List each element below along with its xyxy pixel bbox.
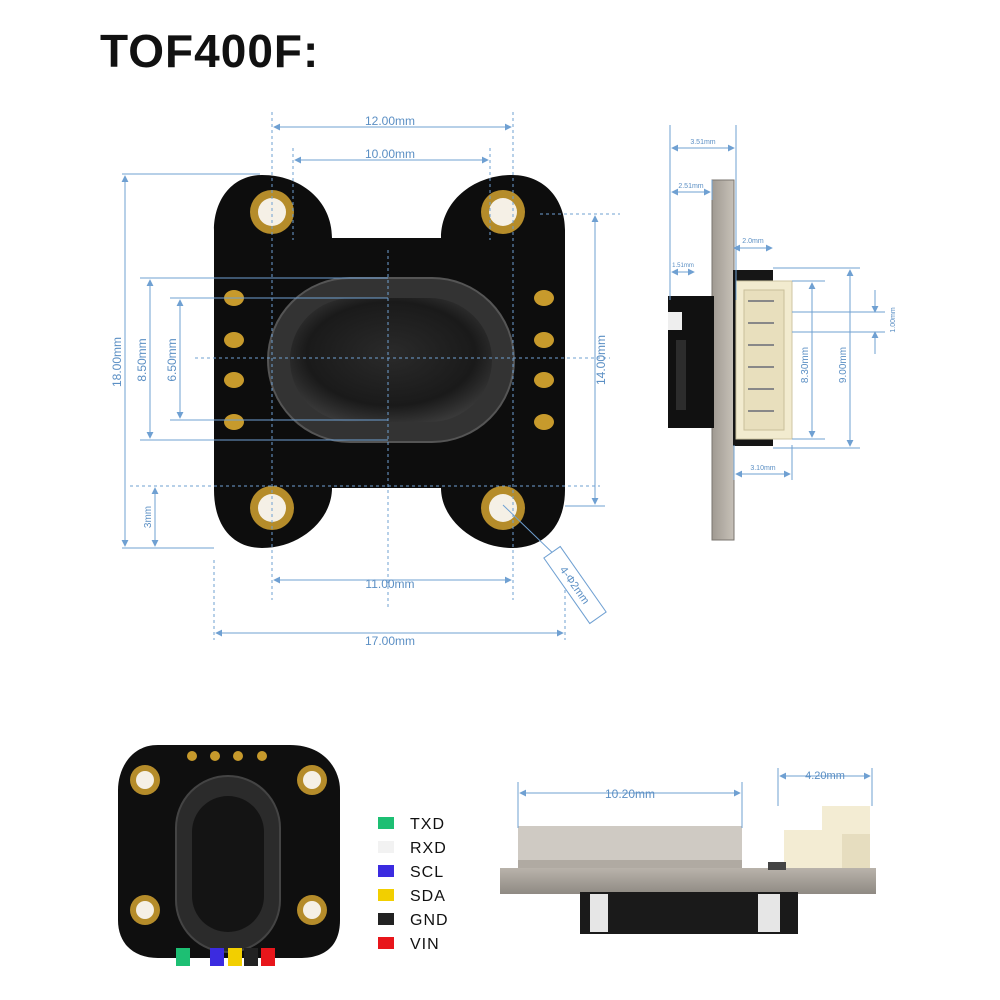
dim-top-width-inner: 10.00mm bbox=[365, 147, 415, 161]
side-pcb-plate bbox=[711, 179, 735, 541]
dim-bottom-width-total: 17.00mm bbox=[365, 634, 415, 648]
legend-label-vin: VIN bbox=[410, 936, 440, 953]
legend-item-gnd: GND bbox=[378, 912, 449, 929]
dim-connector-width: 4.20mm bbox=[805, 770, 845, 782]
sensor-lens-inner bbox=[290, 298, 492, 422]
dim-bottom-width-inner: 11.00mm bbox=[365, 577, 414, 591]
side-dimensions: 3.51mm 2.51mm 1.51mm 2.0mm 1.00mm 8.30mm… bbox=[669, 125, 897, 480]
legend-swatch-txd bbox=[378, 817, 394, 829]
dim-connector-outer: 9.00mm bbox=[838, 347, 849, 383]
dim-height-inner: 8.50mm bbox=[135, 338, 149, 381]
dim-pin-pitch: 1.00mm bbox=[890, 307, 897, 332]
wire-ends bbox=[176, 948, 275, 966]
pin-legend: TXD RXD SCL SDA GND VIN bbox=[378, 816, 449, 953]
mounting-holes bbox=[250, 190, 525, 530]
module-photo bbox=[118, 745, 340, 966]
legend-item-sda: SDA bbox=[378, 888, 446, 905]
dim-height-right: 14.00mm bbox=[594, 335, 608, 385]
legend-swatch-vin bbox=[378, 937, 394, 949]
legend-label-txd: TXD bbox=[410, 816, 445, 833]
dim-body-width: 10.20mm bbox=[605, 787, 655, 801]
bottom-profile bbox=[500, 806, 876, 934]
front-dimensions: 12.00mm 10.00mm 18.00mm 8.50mm 6.50mm 14… bbox=[110, 112, 620, 648]
dim-bottom-offset: 3mm bbox=[143, 506, 154, 528]
dim-connector-inner: 8.30mm bbox=[800, 347, 811, 383]
dim-thickness-board: 2.51mm bbox=[678, 183, 703, 190]
legend-swatch-scl bbox=[378, 865, 394, 877]
legend-swatch-rxd bbox=[378, 841, 394, 853]
legend-item-vin: VIN bbox=[378, 936, 440, 953]
legend-swatch-gnd bbox=[378, 913, 394, 925]
legend-label-sda: SDA bbox=[410, 888, 446, 905]
dim-connector-depth: 3.10mm bbox=[750, 465, 775, 472]
legend-label-rxd: RXD bbox=[410, 840, 447, 857]
dim-sensor-protrusion: 1.51mm bbox=[672, 263, 694, 269]
legend-label-scl: SCL bbox=[410, 864, 444, 881]
bottom-dimensions: 10.20mm 4.20mm bbox=[517, 768, 873, 828]
legend-item-scl: SCL bbox=[378, 864, 444, 881]
page-title: TOF400F: bbox=[100, 25, 320, 77]
side-view bbox=[668, 179, 793, 541]
dim-thickness-total: 3.51mm bbox=[690, 139, 715, 146]
legend-label-gnd: GND bbox=[410, 912, 449, 929]
dim-connector-offset: 2.0mm bbox=[742, 238, 764, 245]
legend-item-rxd: RXD bbox=[378, 840, 447, 857]
legend-item-txd: TXD bbox=[378, 816, 445, 833]
dim-height-total: 18.00mm bbox=[110, 337, 124, 387]
profile-pcb-plate bbox=[500, 868, 876, 894]
dim-top-width-outer: 12.00mm bbox=[365, 114, 415, 128]
front-view bbox=[214, 175, 565, 548]
dim-sensor-height: 6.50mm bbox=[165, 338, 179, 381]
legend-swatch-sda bbox=[378, 889, 394, 901]
